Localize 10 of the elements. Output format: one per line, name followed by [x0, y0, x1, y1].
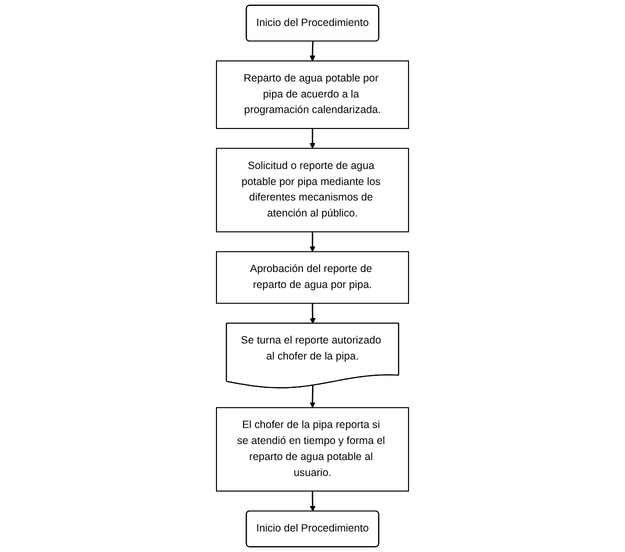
arrow [310, 491, 316, 512]
arrow [310, 303, 316, 324]
arrow [310, 41, 316, 62]
arrow [310, 385, 316, 408]
arrow [310, 232, 316, 252]
node-box: Reparto de agua potable por pipa de acuerdo a la programación calendarizada. [216, 60, 410, 129]
node-box: Solicitud o reporte de agua potable por pipa mediante los diferentes mecanismos de atención al público. [216, 148, 410, 232]
arrow [310, 128, 316, 149]
node-box: Aprobación del reporte de reparto de agua por pipa. [216, 251, 410, 304]
node-box: El chofer de la pipa reporta si se atendió en tiempo y forma el reparto de agua potable al usuario. [216, 407, 410, 492]
